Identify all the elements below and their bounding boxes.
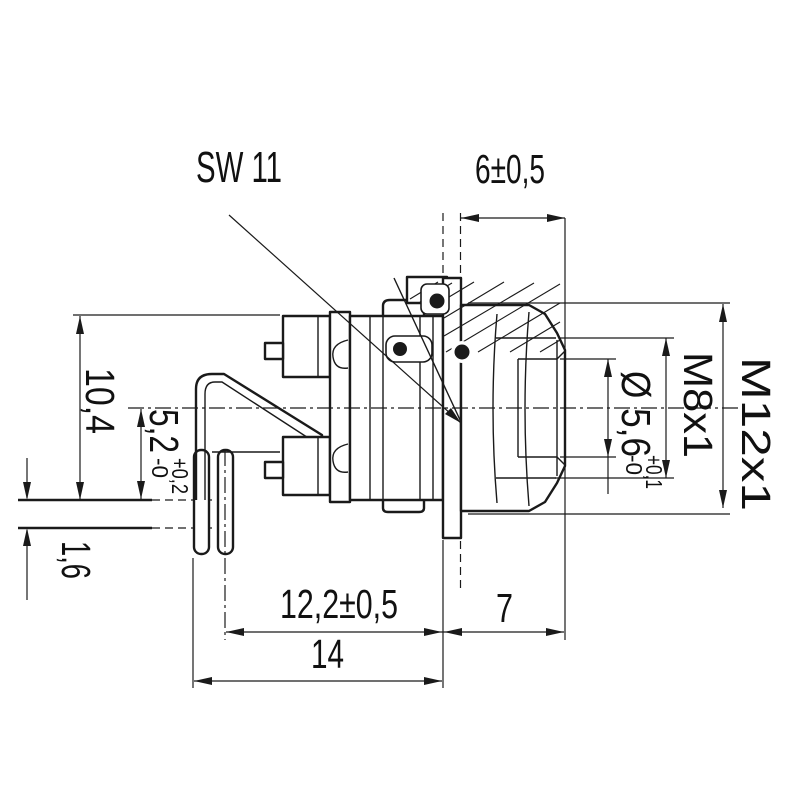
label-height-total: 10,4 (77, 368, 123, 434)
label-mount-thread: M12x1 (733, 357, 779, 511)
label-height-axis-tol-plus: +0,2 (167, 458, 193, 494)
label-height-axis-tol-minus: -0 (147, 458, 173, 478)
sw11-leader (228, 214, 462, 424)
label-height-axis: 5,2 (141, 409, 187, 453)
label-front-thread: M8x1 (675, 352, 721, 458)
label-wrench-size: SW 11 (196, 143, 282, 192)
label-body-length: 14 (311, 631, 344, 677)
pcb-plane (18, 498, 212, 530)
label-pcb-thickness: 1,6 (53, 541, 99, 579)
angle-bracket (194, 372, 324, 500)
label-bore-dia: Ø 5,6 (613, 371, 659, 457)
label-pin-to-panel: 12,2±0,5 (280, 581, 398, 627)
o-ring-mid (393, 342, 407, 356)
insulator-plate (328, 310, 352, 504)
dimension-labels: SW 11 6±0,5 10,4 5,2 +0,2 -0 1,6 12,2±0,… (53, 143, 779, 677)
terminal-blocks (263, 314, 332, 497)
center-and-extension-lines (73, 213, 742, 688)
label-bore-tol-plus: +0,1 (641, 455, 667, 489)
label-front-length: 6±0,5 (475, 146, 545, 192)
label-panel-to-front: 7 (496, 585, 513, 631)
solder-pins (192, 448, 235, 556)
o-ring-top (429, 293, 445, 309)
dimension-lines (23, 214, 727, 685)
label-bore-tol-minus: -0 (621, 455, 647, 475)
chamfer-edge (393, 277, 462, 423)
o-ring-flange (454, 344, 470, 360)
o-rings (385, 283, 473, 363)
